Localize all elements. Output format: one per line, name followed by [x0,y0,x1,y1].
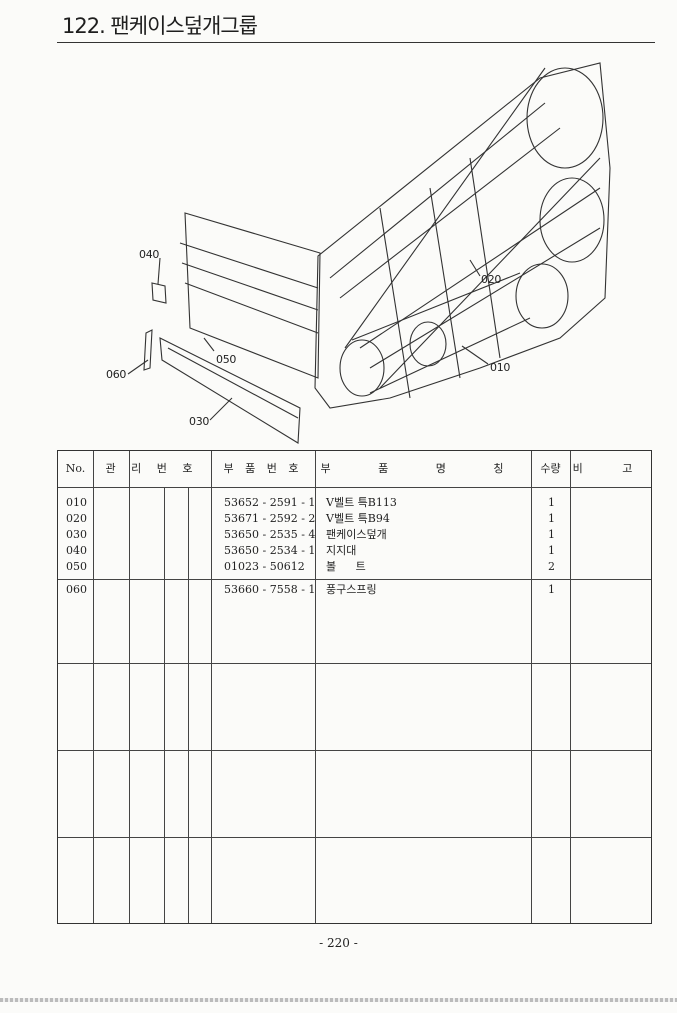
page-title: 122. 팬케이스덮개그룹 [62,14,258,38]
bracket-040 [151,282,167,304]
row-qty: 1 [548,544,555,557]
leader-020 [469,259,481,277]
callout-010: 010 [490,361,511,374]
row-part-name: 지지대 [326,544,357,557]
cover-030 [159,337,301,444]
title-rule [57,42,655,43]
parts-table: No. 관 리 번 호 부 품 번 호 부 품 명 칭 수량 비 고 010 5… [57,450,652,924]
row-part-number: 53671 - 2592 - 2 [224,512,316,525]
callout-060: 060 [106,368,127,381]
row-part-number: 53650 - 2535 - 4 [224,528,316,541]
row-no: 050 [66,560,87,573]
header-no: No. [65,462,86,475]
panel-ribs [179,242,319,334]
pulley-right [515,263,569,329]
header-part-number: 부 품 번 호 [223,462,303,475]
callout-040: 040 [139,248,160,261]
header-part-name: 부 품 명 칭 [320,462,526,475]
row-qty: 1 [548,512,555,525]
callout-050: 050 [216,353,237,366]
row-no: 030 [66,528,87,541]
row-part-number: 53652 - 2591 - 1 [224,496,316,509]
exploded-view-drawing [127,62,611,444]
leader-010 [461,345,489,365]
leader-030 [209,397,233,421]
belt-long [344,67,601,389]
pulley-left [339,339,385,397]
belt-lower [351,272,531,394]
header-mgmt-number: 관 리 번 호 [105,462,199,475]
header-remarks: 비 고 [572,462,651,475]
pulley-middle [539,177,605,263]
callout-030: 030 [189,415,210,428]
leader-040 [157,257,161,285]
leader-050 [203,337,215,352]
row-qty: 2 [548,560,555,573]
frame-bars [329,102,601,369]
cover-edge [167,347,299,419]
row-qty: 1 [548,528,555,541]
page-number: - 220 - [319,936,358,950]
row-part-name: 풍구스프링 [326,583,377,596]
fan-case-panel [184,212,321,379]
row-part-number: 53660 - 7558 - 1 [224,583,316,596]
row-part-name: V벨트 특B94 [326,512,390,525]
header-qty: 수량 [540,462,561,475]
pulley-top [526,67,604,169]
scan-edge [0,998,677,1002]
frame-outline [314,62,611,409]
row-no: 060 [66,583,87,596]
row-no: 020 [66,512,87,525]
leader-060 [127,359,149,375]
parts-diagram [0,48,677,448]
row-part-name: V벨트 특B113 [326,496,397,509]
row-no: 040 [66,544,87,557]
callout-020: 020 [481,273,502,286]
row-part-name: 팬케이스덮개 [326,528,387,541]
row-part-name: 볼 트 [326,560,374,573]
row-no: 010 [66,496,87,509]
row-part-number: 01023 - 50612 [224,560,305,573]
row-part-number: 53650 - 2534 - 1 [224,544,316,557]
row-qty: 1 [548,583,555,596]
frame-struts [379,157,501,399]
row-qty: 1 [548,496,555,509]
spring-060 [143,329,153,371]
